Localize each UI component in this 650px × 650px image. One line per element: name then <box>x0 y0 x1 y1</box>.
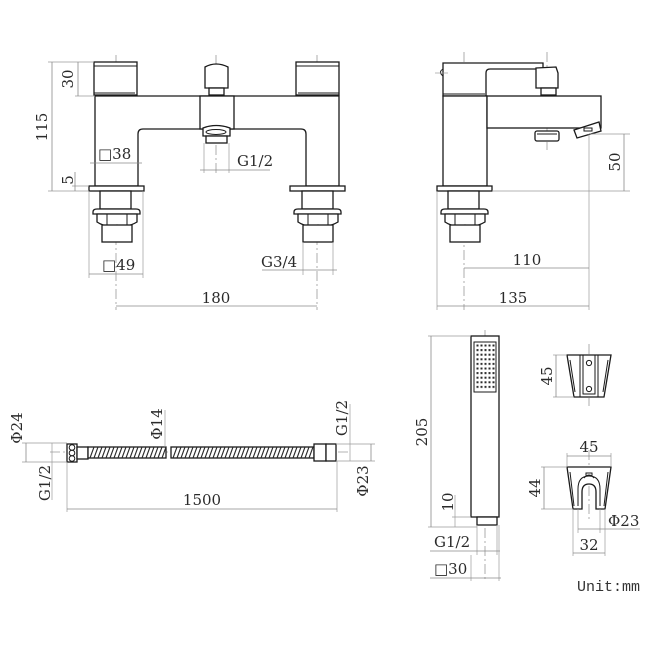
diverter-knob <box>204 63 229 96</box>
dim-total-depth: 135 <box>499 289 528 307</box>
dim-handset-length: 205 <box>413 418 431 447</box>
dim-hose-diameter: Φ14 <box>148 408 166 439</box>
hose-cone <box>313 443 327 462</box>
dim-holder-top-width: 45 <box>579 438 598 456</box>
dim-spout-reach: 110 <box>513 251 542 269</box>
dim-diverter-thread: G1/2 <box>237 152 273 170</box>
dim-base-plate: 5 <box>59 175 77 185</box>
dim-body-square: □38 <box>98 145 131 163</box>
unit-label: Unit:mm <box>577 579 640 596</box>
diverter-housing <box>199 95 235 130</box>
dim-handset-thread: G1/2 <box>434 533 470 551</box>
dim-cradle-diameter: Φ23 <box>608 512 639 530</box>
dim-centres: 180 <box>202 289 231 307</box>
hose-nut <box>66 443 78 463</box>
dim-thread-left: G1/2 <box>36 465 54 501</box>
left-inlet-fitting <box>88 185 145 243</box>
aerator <box>573 121 602 139</box>
dim-holder-front-height: 44 <box>526 478 544 497</box>
right-inlet-fitting <box>289 185 346 243</box>
dim-flange-square: □49 <box>102 256 135 274</box>
dim-holder-bottom-width: 32 <box>579 536 598 554</box>
dim-handle-height: 30 <box>59 69 77 88</box>
spout <box>486 95 602 129</box>
dim-handset-square: □30 <box>434 560 467 578</box>
dim-thread-right: G1/2 <box>333 400 351 436</box>
dim-inlet-thread: G3/4 <box>261 253 297 271</box>
right-handle <box>295 61 340 96</box>
holder-side-view: 45 <box>538 344 612 406</box>
left-handle <box>93 61 138 96</box>
side-diverter-knob <box>535 66 559 89</box>
spray-nozzles <box>476 344 495 390</box>
front-view: 30 115 5 □38 G1/2 □49 G3/4 180 <box>33 55 346 310</box>
dim-total-height: 115 <box>33 113 51 142</box>
shower-handset: 205 10 G1/2 □30 <box>413 330 501 581</box>
diverter-outlet <box>202 124 231 144</box>
holder-front-view: 45 44 Φ23 32 <box>526 438 640 556</box>
holder-side-body <box>566 354 612 398</box>
dim-cone-diameter: Φ23 <box>354 465 372 496</box>
shower-hose: Φ24 G1/2 Φ14 G1/2 Φ23 1500 <box>8 400 375 512</box>
side-handle <box>442 62 544 97</box>
dim-hose-length: 1500 <box>183 491 221 509</box>
dim-spout-height: 50 <box>606 152 624 171</box>
mixer-body <box>94 95 340 187</box>
spray-face <box>473 341 497 393</box>
dim-holder-side-height: 45 <box>538 366 556 385</box>
dim-thread-length: 10 <box>439 492 457 511</box>
side-view: 50 110 135 <box>435 52 630 310</box>
dim-nut-diameter: Φ24 <box>8 412 26 443</box>
